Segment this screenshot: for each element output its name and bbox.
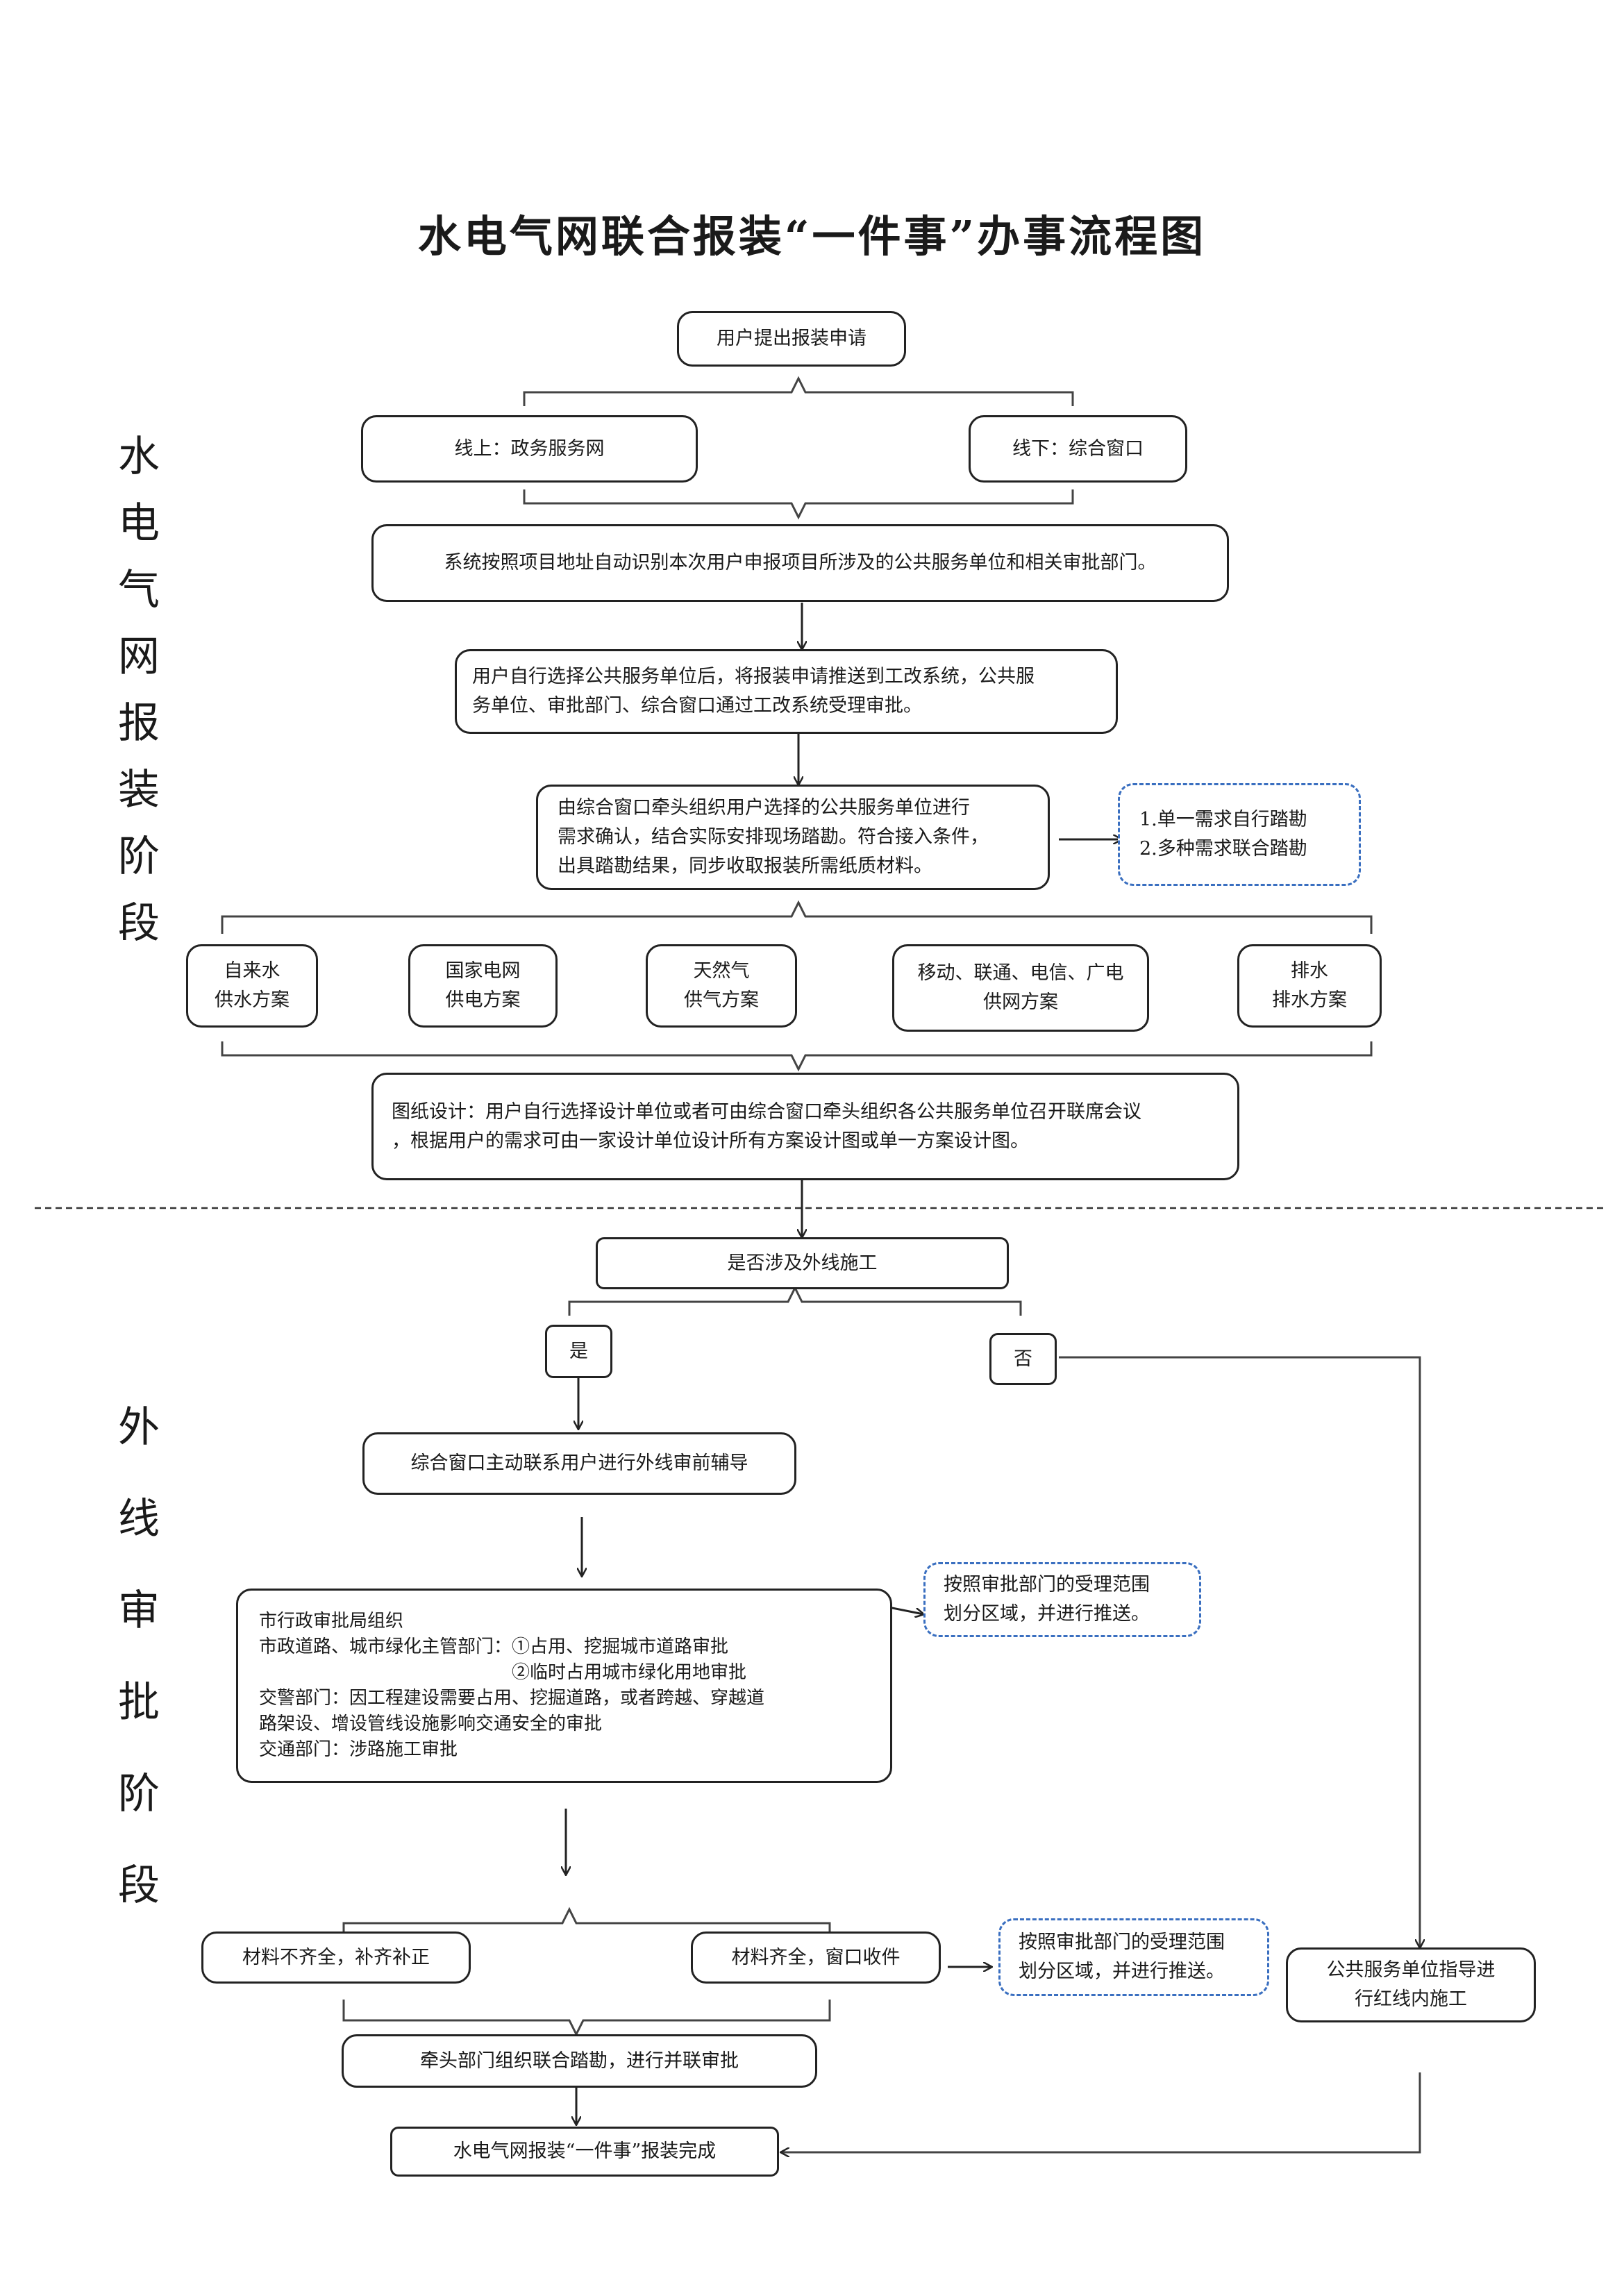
node-materials-incomplete: 材料不齐全，补齐补正 [201, 1932, 471, 1984]
node-external-construction: 是否涉及外线施工 [596, 1237, 1009, 1289]
node-yes: 是 [545, 1325, 612, 1378]
note-survey-mode: 1.单一需求自行踏勘 2.多种需求联合踏勘 [1118, 783, 1361, 886]
node-materials-complete: 材料齐全，窗口收件 [691, 1932, 941, 1984]
node-drain-plan: 排水 排水方案 [1237, 944, 1382, 1028]
note-materials-push: 按照审批部门的受理范围 划分区域，并进行推送。 [998, 1918, 1269, 1996]
node-power-plan: 国家电网 供电方案 [408, 944, 558, 1028]
node-site-survey: 由综合窗口牵头组织用户选择的公共服务单位进行 需求确认，结合实际安排现场踏勘。符… [536, 785, 1050, 890]
node-identify: 系统按照项目地址自动识别本次用户申报项目所涉及的公共服务单位和相关审批部门。 [371, 524, 1229, 602]
stage-label-installation: 水电气网报装阶段 [118, 433, 160, 948]
node-pre-approval-guide: 综合窗口主动联系用户进行外线审前辅导 [362, 1432, 796, 1495]
node-redline-construction: 公共服务单位指导进 行红线内施工 [1286, 1947, 1536, 2022]
node-complete: 水电气网报装“一件事”报装完成 [390, 2127, 779, 2177]
stage-label-external-approval: 外线审批阶段 [118, 1403, 160, 1910]
page-title: 水电气网联合报装“一件事”办事流程图 [417, 211, 1207, 262]
node-online: 线上：政务服务网 [361, 415, 698, 483]
node-drawing-design: 图纸设计：用户自行选择设计单位或者可由综合窗口牵头组织各公共服务单位召开联席会议… [371, 1073, 1239, 1180]
node-gas-plan: 天然气 供气方案 [646, 944, 797, 1028]
node-select-service: 用户自行选择公共服务单位后，将报装申请推送到工改系统，公共服 务单位、审批部门、… [455, 649, 1118, 734]
node-no: 否 [989, 1333, 1057, 1385]
node-apply: 用户提出报装申请 [677, 311, 906, 367]
node-approval-departments: 市行政审批局组织 市政道路、城市绿化主管部门：①占用、挖掘城市道路审批 ②临时占… [236, 1589, 892, 1783]
node-water-plan: 自来水 供水方案 [186, 944, 318, 1028]
node-joint-survey: 牵头部门组织联合踏勘，进行并联审批 [342, 2034, 817, 2088]
note-approval-push: 按照审批部门的受理范围 划分区域，并进行推送。 [923, 1562, 1201, 1637]
node-telecom-plan: 移动、联通、电信、广电 供网方案 [892, 944, 1149, 1032]
node-offline: 线下：综合窗口 [969, 415, 1187, 483]
